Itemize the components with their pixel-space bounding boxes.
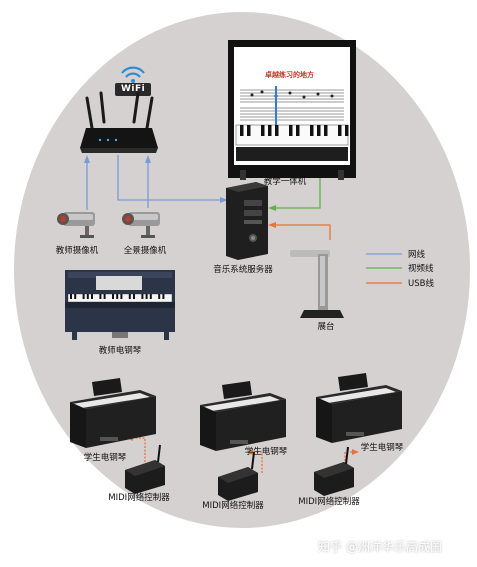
- teaching-pc-label: 教学一体机: [263, 177, 307, 187]
- student-piano-2: [200, 381, 286, 451]
- panorama-camera-label: 全景摄像机: [123, 246, 167, 256]
- teaching-display: [228, 40, 356, 180]
- student-piano-3: [316, 373, 402, 443]
- wifi-badge-text: WiFi: [121, 84, 146, 94]
- document-camera: [290, 250, 344, 318]
- student-piano-label-3: 学生电钢琴: [360, 443, 404, 453]
- midi-controller-2: [218, 451, 258, 501]
- midi-controller-label-2: MIDI网络控制器: [202, 501, 264, 511]
- wifi-router: [80, 66, 158, 153]
- teacher-camera-label: 教师摄像机: [55, 246, 99, 256]
- display-keyboard: [240, 125, 349, 136]
- watermark: 知乎 @洲洋华乐高成国: [318, 540, 442, 554]
- teacher-piano-keys: [70, 294, 165, 299]
- music-server-label: 音乐系统服务器: [213, 265, 273, 275]
- midi-controller-1: [125, 444, 165, 494]
- panorama-camera: [122, 212, 160, 238]
- midi-controller-label-3: MIDI网络控制器: [298, 497, 360, 507]
- teacher-camera: [57, 212, 95, 238]
- student-piano-label-1: 学生电钢琴: [83, 453, 127, 463]
- legend-usb-label: USB线: [408, 279, 434, 289]
- music-server: [226, 182, 268, 260]
- student-piano-1: [70, 378, 156, 448]
- teacher-piano: [65, 270, 175, 340]
- network-lines: [84, 155, 402, 255]
- video-lines: [268, 175, 402, 269]
- teacher-piano-label: 教师电钢琴: [98, 346, 142, 356]
- midi-controller-label-1: MIDI网络控制器: [108, 493, 170, 503]
- display-score-title: 卓越练习的地方: [265, 70, 314, 79]
- document-camera-label: 展台: [317, 322, 335, 332]
- legend-network-label: 网线: [408, 250, 426, 260]
- student-piano-label-2: 学生电钢琴: [244, 447, 288, 457]
- wifi-icon: [115, 66, 151, 96]
- midi-controller-3: [314, 446, 354, 496]
- student-pianos: [70, 373, 402, 451]
- legend-video-label: 视频线: [408, 264, 434, 274]
